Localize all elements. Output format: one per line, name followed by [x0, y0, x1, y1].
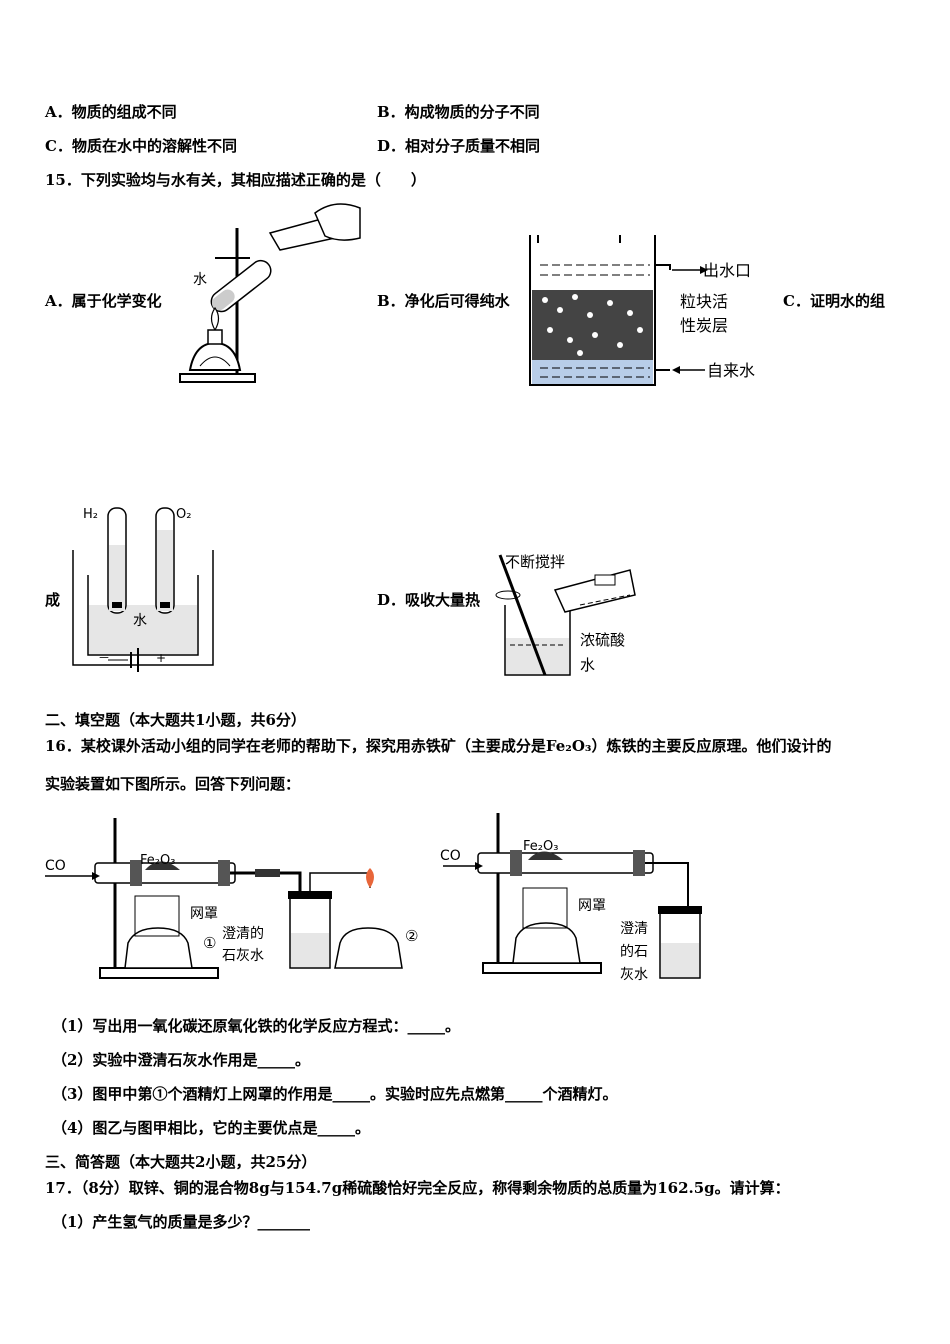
q15-option-b: B．净化后可得纯水	[377, 292, 510, 310]
figure-label: 水	[580, 656, 595, 674]
water-label: 水	[193, 272, 207, 288]
figure-label: Fe₂O₃	[140, 853, 175, 868]
option-a: A．物质的组成不同	[45, 103, 177, 121]
figure-label: 性炭层	[680, 316, 728, 335]
figure-label: CO	[440, 848, 461, 864]
option-c: C．物质在水中的溶解性不同	[45, 137, 237, 155]
question-16-line2: 实验装置如下图所示。回答下列问题：	[45, 775, 301, 793]
figure-water-filter: 出水口 粒块活 性炭层 自来水	[529, 235, 755, 386]
q16-sub4: （4）图乙与图甲相比，它的主要优点是_____。	[52, 1119, 370, 1137]
figure-label: 浓硫酸	[580, 631, 625, 649]
figure-label: H₂	[83, 507, 98, 522]
figure-iron-smelting-b: CO Fe₂O₃ 网罩 澄清 的石 灰水	[440, 813, 702, 983]
q15-option-c: C．证明水的组	[783, 292, 885, 310]
figure-label: 粒块活	[680, 292, 728, 311]
figure-dilution: 不断搅拌 浓硫酸 水	[495, 553, 636, 676]
figure-label: 灰水	[620, 967, 648, 983]
figure-label: ②	[405, 927, 418, 945]
q17-sub1: （1）产生氢气的质量是多少？_______	[52, 1213, 310, 1231]
figure-label: 澄清	[620, 921, 648, 937]
figure-label: 网罩	[578, 898, 606, 914]
figure-label: 出水口	[703, 261, 751, 280]
figure-iron-smelting-a: CO Fe₂O₃ 网罩 澄清的 石灰水 ① ②	[45, 818, 418, 979]
q16-sub3: （3）图甲中第①个酒精灯上网罩的作用是_____。实验时应先点燃第_____个酒…	[52, 1085, 618, 1103]
figure-label: O₂	[176, 507, 191, 522]
figure-label: +	[156, 651, 166, 665]
question-17: 17．（8分）取锌、铜的混合物8g与154.7g稀硫酸恰好完全反应，称得剩余物质…	[45, 1179, 790, 1197]
q15-option-d: D．吸收大量热	[377, 591, 481, 609]
figure-label: 石灰水	[222, 948, 264, 964]
section-2-heading: 二、填空题（本大题共1小题，共6分）	[45, 711, 306, 729]
figure-label: CO	[45, 858, 66, 874]
question-16-line1: 16．某校课外活动小组的同学在老师的帮助下，探究用赤铁矿（主要成分是Fe₂O₃）…	[45, 737, 832, 755]
figure-label: ①	[203, 934, 216, 952]
figure-label: 澄清的	[222, 926, 264, 942]
q15-option-a: A．属于化学变化	[45, 292, 162, 310]
question-15-stem: 15．下列实验均与水有关，其相应描述正确的是（ ）	[45, 171, 426, 189]
q15-option-c-cont: 成	[45, 591, 61, 609]
figure-label: 的石	[620, 944, 648, 960]
figure-boiling-water: 水	[179, 203, 361, 383]
figure-label: －	[98, 651, 110, 665]
figure-label: 网罩	[190, 906, 218, 922]
figure-electrolysis: H₂ O₂ 水 － +	[72, 507, 214, 672]
section-3-heading: 三、简答题（本大题共2小题，共25分）	[45, 1153, 317, 1171]
option-d: D．相对分子质量不相同	[377, 137, 541, 155]
figure-label: 水	[133, 613, 147, 629]
figure-label: 自来水	[707, 361, 755, 380]
option-b: B．构成物质的分子不同	[377, 103, 540, 121]
q16-sub2: （2）实验中澄清石灰水作用是_____。	[52, 1051, 310, 1069]
q16-sub1: （1）写出用一氧化碳还原氧化铁的化学反应方程式：_____。	[52, 1017, 460, 1035]
figure-label: Fe₂O₃	[523, 839, 558, 854]
figure-label: 不断搅拌	[505, 553, 565, 571]
